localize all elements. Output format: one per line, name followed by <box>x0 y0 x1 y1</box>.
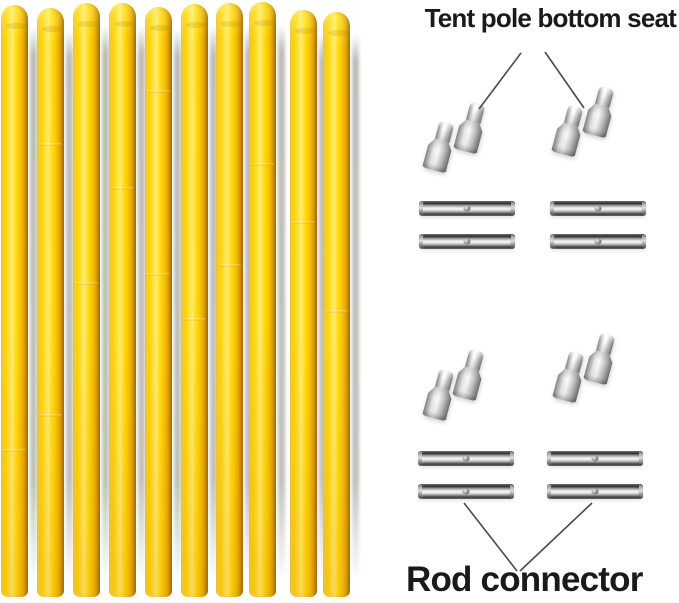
pole-shadow <box>66 30 73 582</box>
pole-bottom-seat <box>451 347 489 402</box>
connector-dimple <box>462 455 470 462</box>
pole-shadow <box>245 25 252 582</box>
pole-bottom-seat <box>582 331 620 386</box>
pole-shadow <box>210 26 217 582</box>
pole-joint-seam <box>217 264 242 268</box>
connector-dimple <box>594 238 602 245</box>
tent-pole <box>249 2 276 597</box>
connector-dimple <box>591 455 599 462</box>
pole-shadow <box>138 25 145 582</box>
pole-joint-seam <box>74 282 99 286</box>
connector-dimple <box>463 238 471 245</box>
rod-connector <box>418 484 514 499</box>
tent-pole <box>323 12 350 597</box>
tent-pole <box>109 3 136 597</box>
tent-pole <box>37 8 64 597</box>
tent-pole <box>73 3 100 597</box>
pole-joint-seam <box>182 318 207 322</box>
pole-shadow <box>352 34 359 582</box>
tent-pole <box>1 5 28 597</box>
pole-joint-seam <box>38 414 63 418</box>
pole-bottom-seat <box>452 100 490 155</box>
pole-joint-seam <box>146 89 171 93</box>
tent-pole <box>145 7 172 597</box>
pole-joint-seam <box>146 272 171 276</box>
connector-dimple <box>591 488 599 495</box>
pole-joint-seam <box>38 143 63 147</box>
pole-shadow <box>30 27 37 582</box>
tent-pole <box>290 10 317 597</box>
rod-connector <box>419 201 515 216</box>
pole-joint-seam <box>2 449 27 452</box>
connector-dimple <box>594 205 602 212</box>
pole-bottom-seat <box>581 84 619 139</box>
label-rod-connector: Rod connector <box>406 560 643 599</box>
rod-connector <box>550 234 646 249</box>
pointer-line <box>544 51 585 109</box>
label-tent-pole-bottom-seat: Tent pole bottom seat <box>424 3 677 33</box>
pole-joint-seam <box>291 221 316 225</box>
tent-pole <box>181 4 208 597</box>
connector-dimple <box>462 488 470 495</box>
tent-pole <box>216 3 243 597</box>
rod-connector <box>547 484 643 499</box>
pole-joint-seam <box>110 187 135 191</box>
rod-connector <box>418 451 514 466</box>
pole-shadow <box>102 25 109 582</box>
pole-joint-seam <box>250 162 275 166</box>
rod-connector <box>550 201 646 216</box>
rod-connector <box>419 234 515 249</box>
rod-connector <box>547 451 643 466</box>
pole-shadow <box>174 29 181 582</box>
connector-dimple <box>463 205 471 212</box>
pointer-line <box>478 52 522 110</box>
pole-shadow <box>319 32 326 582</box>
pole-joint-seam <box>324 310 349 314</box>
pole-shadow <box>278 24 285 582</box>
